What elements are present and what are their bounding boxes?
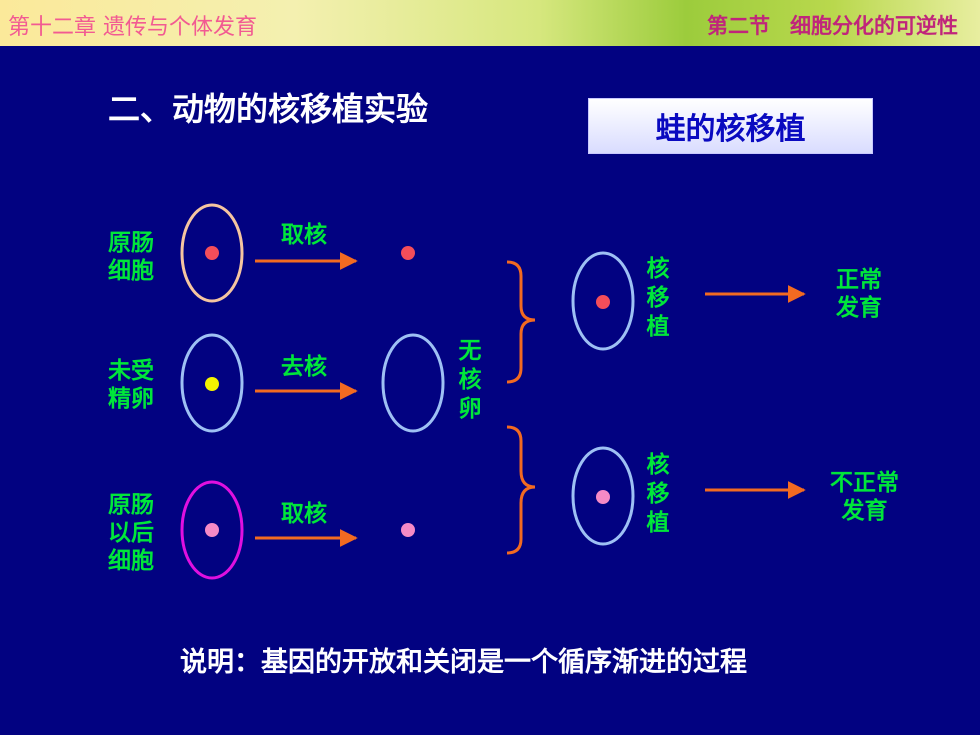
label-normal-development: 正常 发育 xyxy=(836,267,882,321)
post-gut-cell-nucleus xyxy=(205,523,219,537)
frog-transplant-box: 蛙的核移植 xyxy=(588,98,873,154)
transplanted-nucleus-top xyxy=(596,295,610,309)
label-enucleated-egg: 无 核 卵 xyxy=(458,338,482,422)
gut-cell-nucleus xyxy=(205,246,219,260)
page-title: 二、动物的核移植实验 xyxy=(108,90,429,128)
extracted-nucleus-top xyxy=(401,246,415,260)
label-unfertilized-egg: 未受 精卵 xyxy=(108,358,154,412)
header-bar: 第十二章 遗传与个体发育 第二节细胞分化的可逆性 xyxy=(0,0,980,46)
label-gut-cell: 原肠 细胞 xyxy=(108,230,154,284)
section-heading: 第二节细胞分化的可逆性 xyxy=(707,10,958,40)
gut-cell xyxy=(180,203,244,303)
transplanted-egg-top xyxy=(571,251,635,351)
frog-transplant-label: 蛙的核移植 xyxy=(655,112,806,147)
section-title: 细胞分化的可逆性 xyxy=(790,14,958,38)
transplanted-nucleus-bottom xyxy=(596,490,610,504)
extracted-nucleus-bottom xyxy=(401,523,415,537)
transplanted-egg-bottom xyxy=(571,446,635,546)
section-number: 第二节 xyxy=(707,14,770,38)
post-gut-cell xyxy=(180,480,244,580)
label-take-nucleus-bottom: 取核 xyxy=(281,501,327,527)
label-transplant-bottom: 核 移 植 xyxy=(646,452,670,536)
label-post-gut-cell: 原肠 以后 细胞 xyxy=(108,492,154,574)
label-abnormal-development: 不正常 发育 xyxy=(830,470,899,524)
explanation-note: 说明：基因的开放和关闭是一个循序渐进的过程 xyxy=(180,647,747,678)
label-remove-nucleus: 去核 xyxy=(281,354,327,380)
egg-nucleus xyxy=(205,377,219,391)
unfertilized-egg xyxy=(180,333,244,433)
chapter-title: 第十二章 遗传与个体发育 xyxy=(8,15,257,40)
enucleated-egg xyxy=(381,333,445,433)
bracket-bottom xyxy=(506,425,536,555)
bracket-top xyxy=(506,260,536,384)
label-transplant-top: 核 移 植 xyxy=(646,256,670,340)
label-take-nucleus-top: 取核 xyxy=(281,222,327,248)
